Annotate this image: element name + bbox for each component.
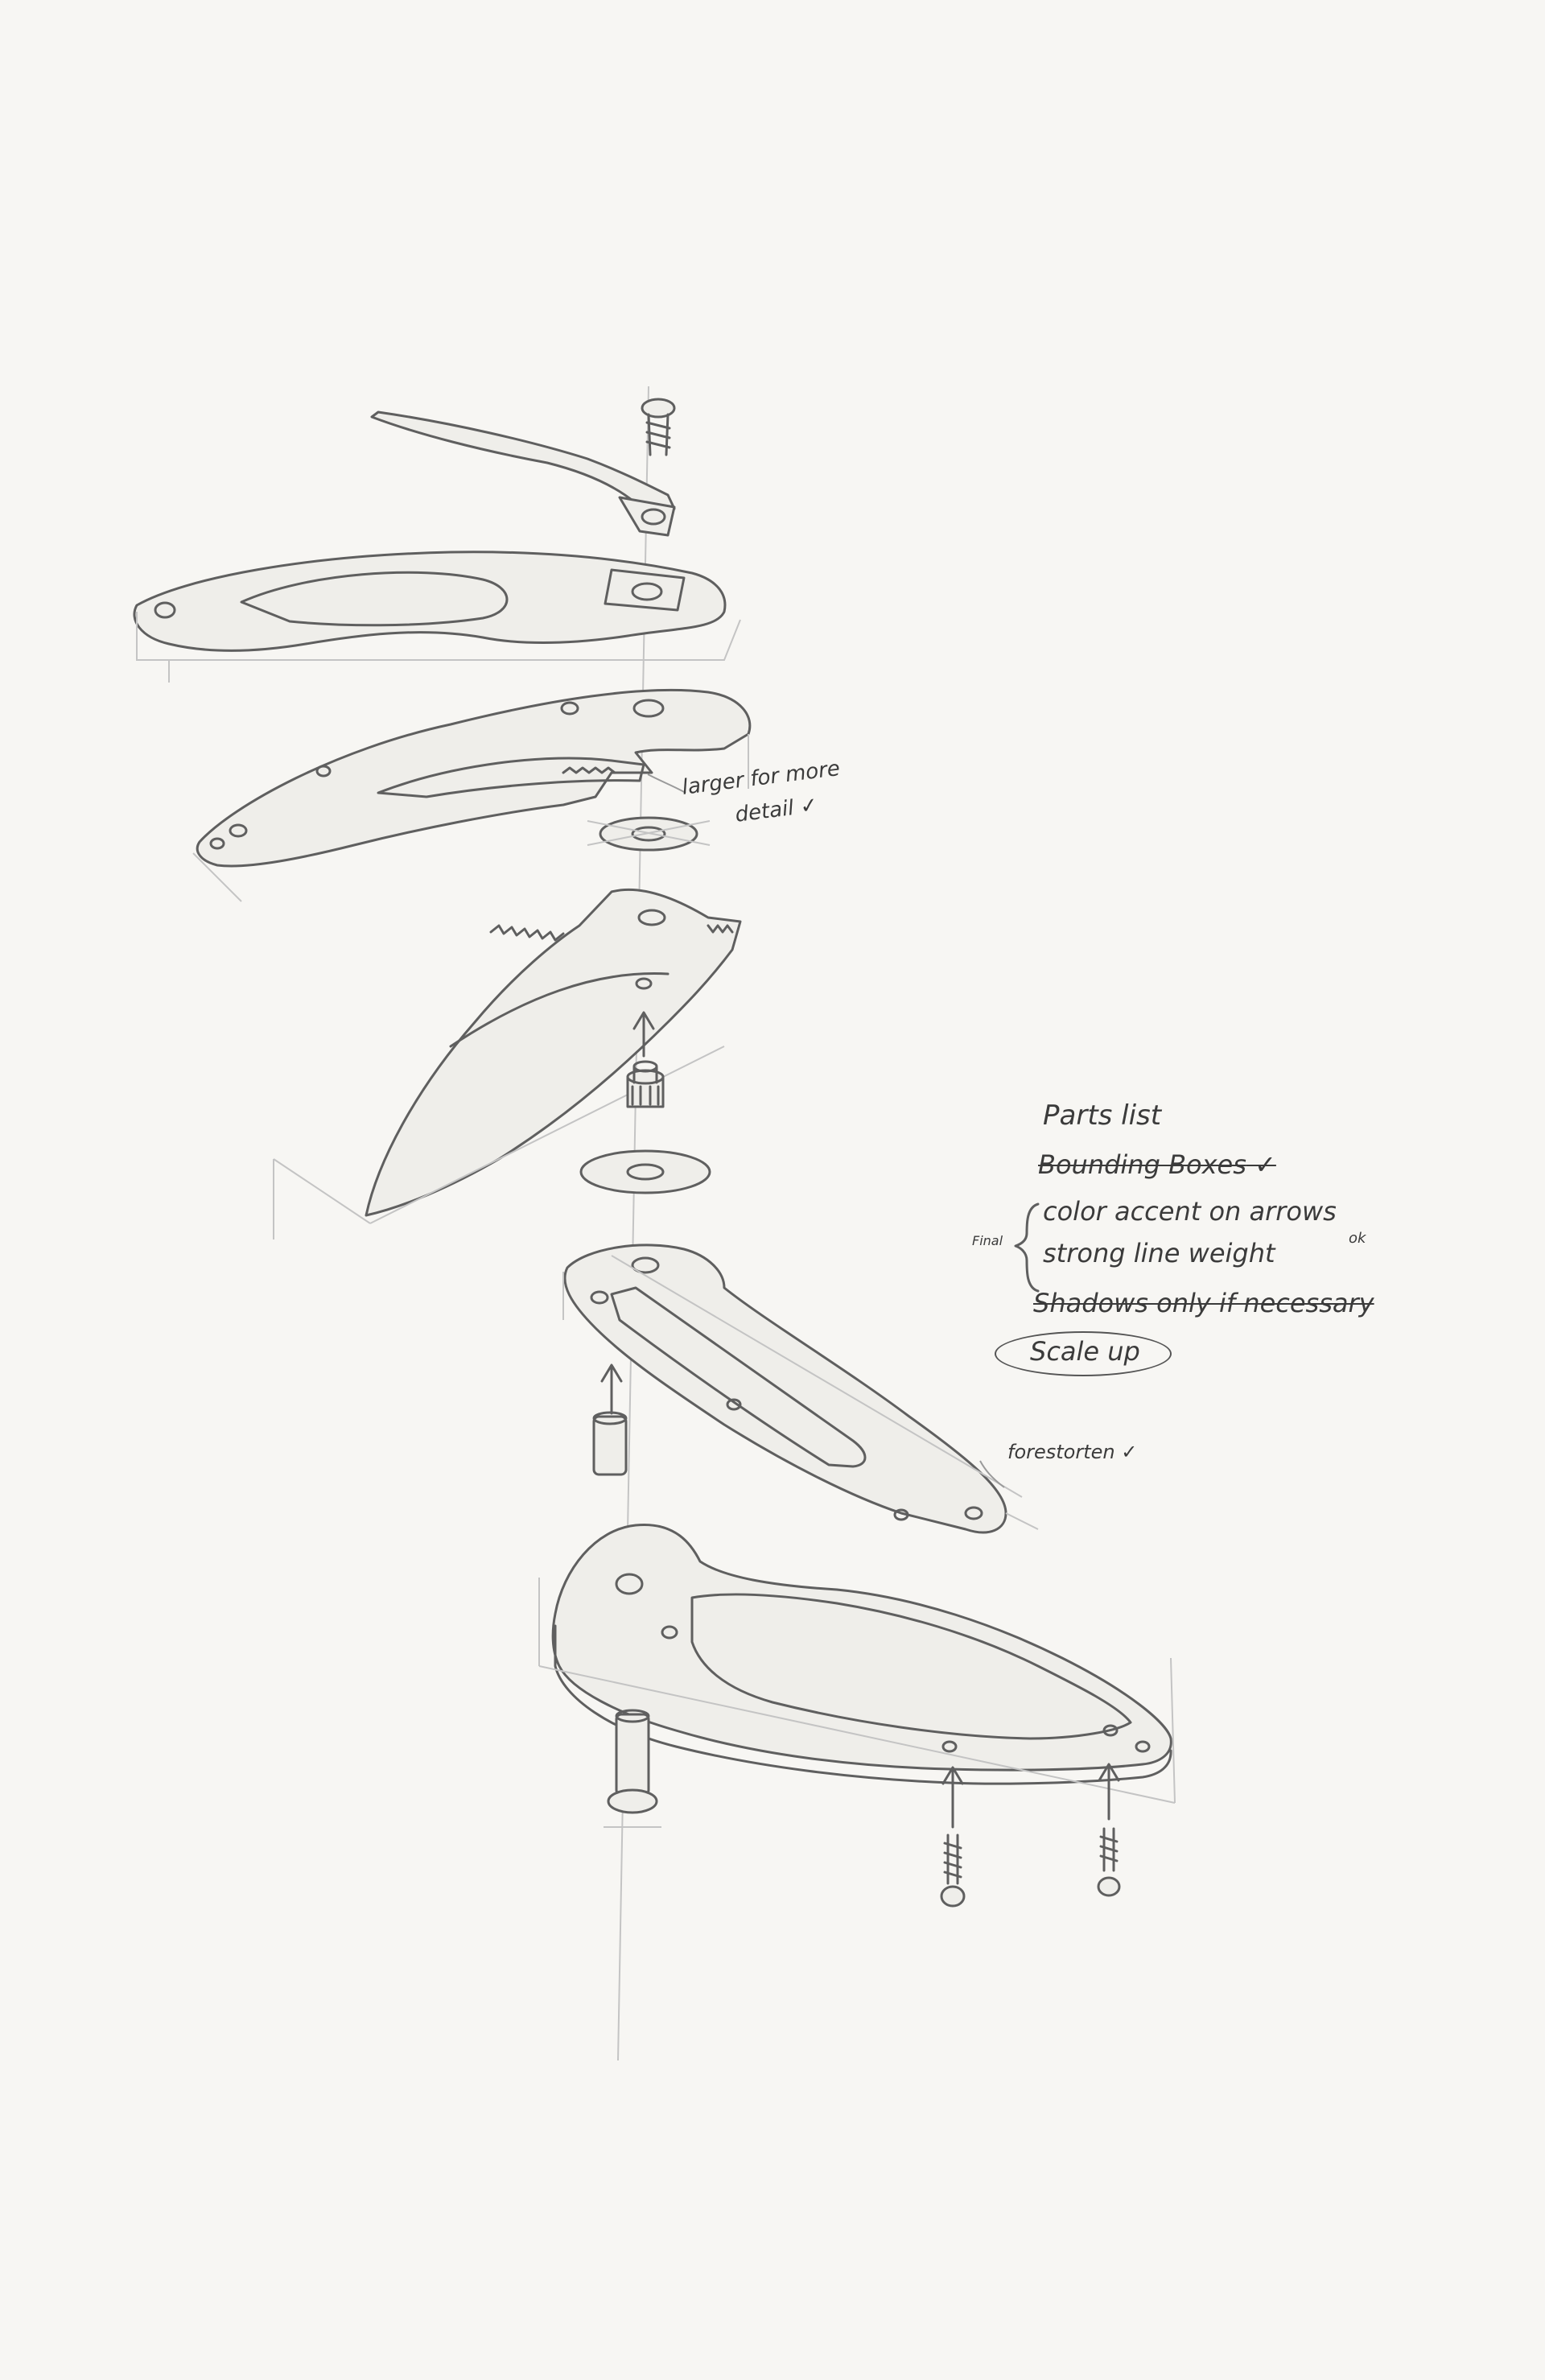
- pivot-screw-icon: [626, 1060, 665, 1108]
- clip-icon: [370, 410, 676, 537]
- note-bounding-boxes: Bounding Boxes ✓: [1038, 1149, 1276, 1180]
- stop-pin-icon: [592, 1363, 628, 1476]
- note-scale-up: Scale up: [1030, 1336, 1140, 1367]
- note-forestorten: forestorten ✓: [1007, 1441, 1138, 1463]
- note-strong-line-weight: strong line weight: [1043, 1238, 1275, 1268]
- pivot-arrow-icon: [632, 1011, 655, 1058]
- washer-top-icon: [587, 816, 711, 852]
- note-color-accent: color accent on arrows: [1043, 1196, 1337, 1227]
- handle-scale-icon: [133, 551, 741, 683]
- note-final: Final: [972, 1233, 1003, 1248]
- note-bounding-boxes-text: Bounding Boxes: [1038, 1149, 1246, 1180]
- liner-top-icon: [192, 688, 752, 902]
- note-forestorten-text: forestorten: [1007, 1441, 1115, 1463]
- pivot-barrel-icon: [604, 1709, 661, 1828]
- final-brace: [1014, 1202, 1040, 1293]
- frame-screw-right-icon: [1097, 1763, 1121, 1897]
- parts-list-title: Parts list: [1043, 1099, 1162, 1132]
- blade-icon: [273, 888, 742, 1239]
- liner-bottom-icon: [562, 1244, 1039, 1534]
- note-shadows-only: Shadows only if necessary: [1033, 1288, 1374, 1318]
- handle-frame-icon: [538, 1523, 1176, 1804]
- detail-leader-line: [647, 773, 686, 794]
- washer-bottom-icon: [579, 1149, 711, 1194]
- frame-screw-left-icon: [940, 1766, 966, 1908]
- note-ok: ok: [1349, 1230, 1366, 1247]
- clip-screw-icon: [641, 398, 676, 456]
- forestorten-leader-line: [979, 1460, 1005, 1488]
- scale-up-circle: [995, 1331, 1172, 1376]
